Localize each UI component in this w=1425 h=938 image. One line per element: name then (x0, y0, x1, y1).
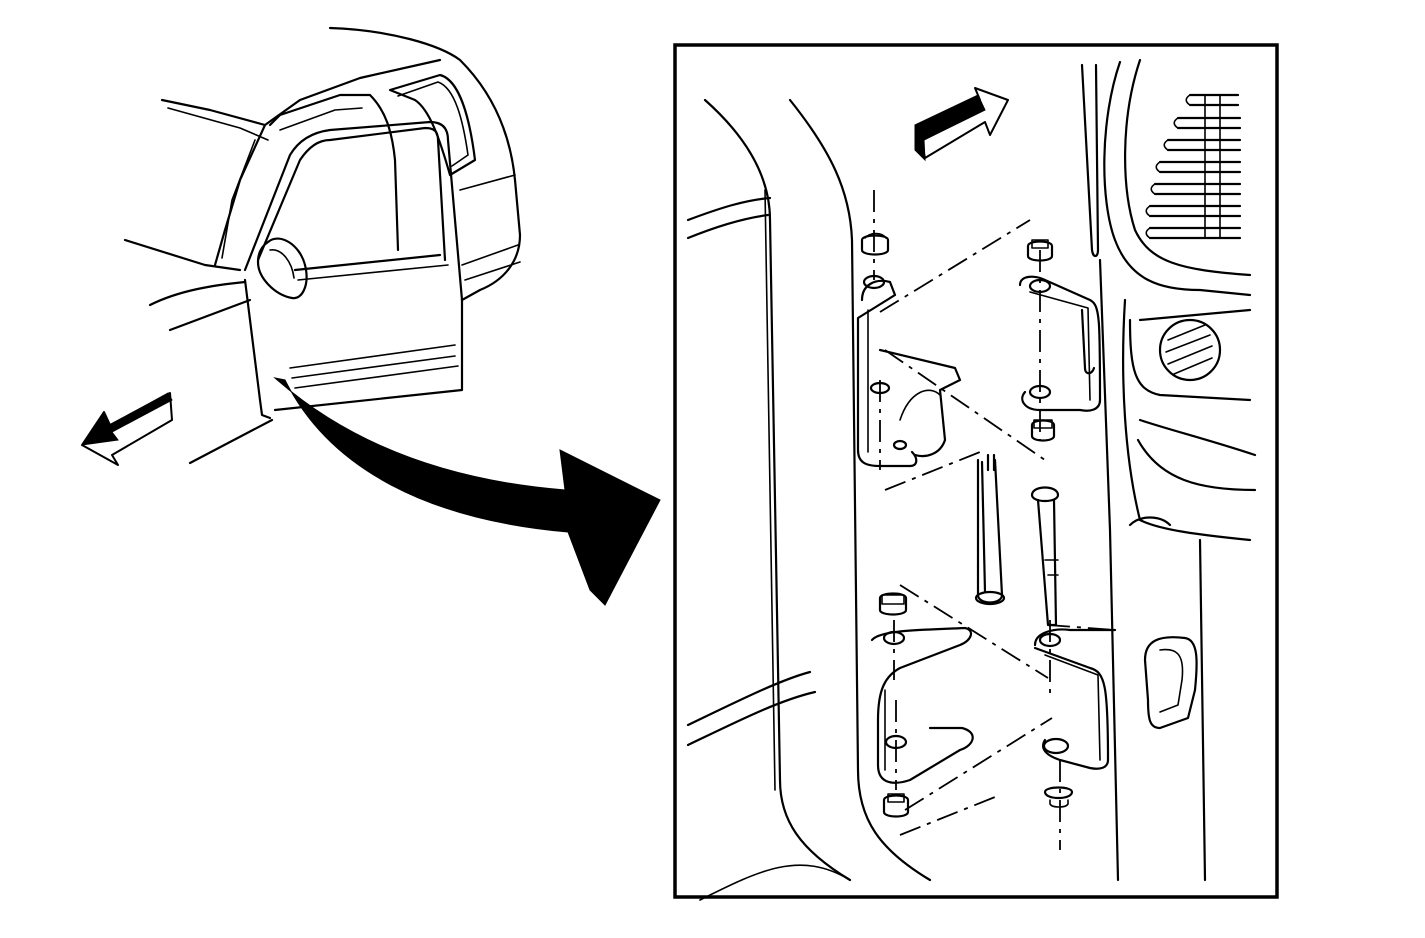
hinge-pins (974, 453, 1060, 627)
lower-bolts (878, 592, 1074, 818)
forward-arrow-right (914, 87, 1009, 162)
upper-bolts (860, 232, 1056, 442)
detail-frame (673, 43, 1279, 901)
vent-louvers (1145, 93, 1242, 240)
door-pillar (686, 98, 932, 901)
callout-arrow (273, 377, 661, 606)
body-structure (1080, 58, 1257, 882)
truck-overview (123, 26, 522, 465)
forward-arrow-left (80, 392, 173, 466)
round-cap (1158, 318, 1222, 382)
side-marker (1143, 636, 1198, 730)
lower-hinge (870, 584, 1117, 850)
upper-hinge (856, 190, 1102, 491)
